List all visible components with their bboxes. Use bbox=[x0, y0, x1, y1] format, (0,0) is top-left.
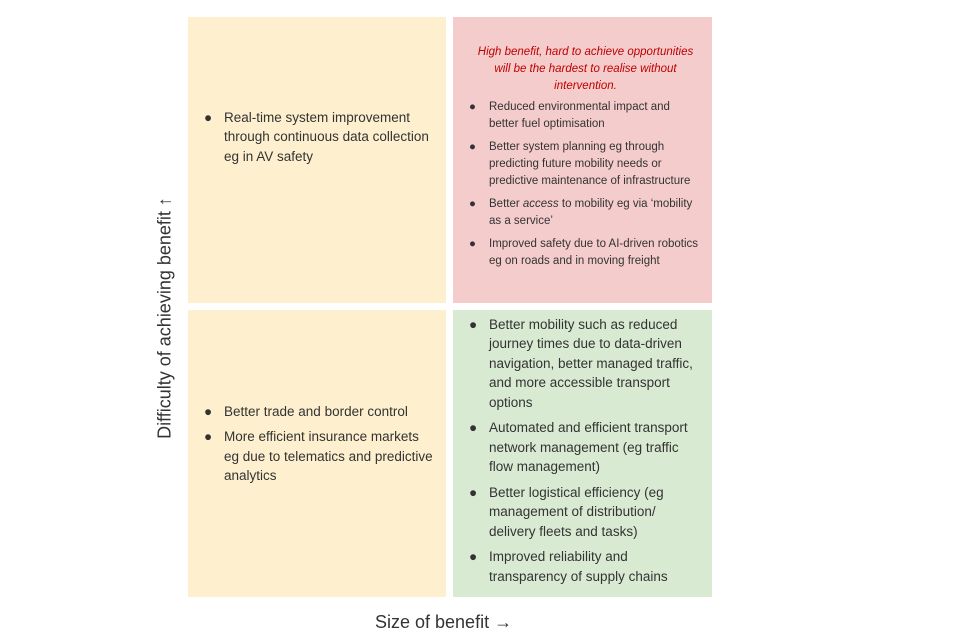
list-item: ● Better mobility such as reduced journey… bbox=[469, 315, 704, 413]
item-text-pre: Better bbox=[489, 198, 523, 210]
item-text: More efficient insurance markets eg due … bbox=[224, 429, 433, 483]
bullet-icon: ● bbox=[469, 420, 478, 436]
bullet-icon: ● bbox=[204, 109, 213, 125]
item-text-post: to mobility eg via ‘mobility as a servic… bbox=[489, 198, 693, 227]
x-axis-label: Size of benefit → bbox=[375, 612, 512, 633]
arrow-up-icon: ↑ bbox=[154, 197, 175, 207]
list-item: ● Improved reliability and transparency o… bbox=[469, 547, 704, 586]
list-item: ● Reduced environmental impact and better… bbox=[469, 99, 702, 133]
list-item: ● Better system planning eg through predi… bbox=[469, 139, 702, 190]
bullet-icon: ● bbox=[469, 101, 476, 113]
list-item: ● Automated and efficient transport netwo… bbox=[469, 418, 704, 477]
list-item: ● Better trade and border control bbox=[204, 402, 436, 422]
item-text: Improved safety due to AI-driven robotic… bbox=[489, 238, 699, 267]
list-item: ● Real-time system improvement through co… bbox=[204, 108, 436, 167]
x-axis-label-text: Size of benefit bbox=[375, 612, 490, 632]
item-text-emphasis: access bbox=[522, 198, 559, 210]
item-text: Automated and efficient transport networ… bbox=[489, 420, 688, 475]
bullet-icon: ● bbox=[204, 403, 213, 419]
item-text: Better system planning eg through predic… bbox=[489, 141, 691, 187]
y-axis-label: Difficulty of achieving benefit ↑ bbox=[155, 197, 176, 439]
bullet-icon: ● bbox=[469, 316, 478, 332]
list-item: ● Improved safety due to AI-driven roboti… bbox=[469, 236, 702, 270]
list-item: ● Better access to mobility eg via ‘mobil… bbox=[469, 196, 702, 230]
quadrant-bottom-left: ● Better trade and border control ● More e… bbox=[188, 310, 446, 597]
bullet-icon: ● bbox=[469, 238, 476, 250]
bullet-icon: ● bbox=[204, 429, 213, 444]
quadrant-bottom-right: ● Better mobility such as reduced journey… bbox=[453, 310, 712, 597]
item-text: Better logistical efficiency (eg managem… bbox=[489, 484, 664, 539]
quadrant-note: High benefit, hard to achieve opportunit… bbox=[477, 46, 694, 92]
item-text: Reduced environmental impact and better … bbox=[489, 101, 670, 130]
arrow-right-icon: → bbox=[494, 612, 513, 632]
y-axis-label-text: Difficulty of achieving benefit bbox=[154, 211, 175, 439]
bullet-icon: ● bbox=[469, 549, 478, 565]
item-text: Better trade and border control bbox=[224, 403, 408, 419]
quadrant-top-right: High benefit, hard to achieve opportunit… bbox=[453, 17, 712, 303]
list-item: ● More efficient insurance markets eg due… bbox=[204, 427, 436, 486]
bullet-icon: ● bbox=[469, 484, 478, 500]
bullet-icon: ● bbox=[469, 198, 476, 210]
bullet-icon: ● bbox=[469, 141, 476, 153]
list-item: ● Better logistical efficiency (eg manage… bbox=[469, 483, 704, 542]
item-text: Better mobility such as reduced journey … bbox=[489, 316, 693, 410]
quadrant-top-left: ● Real-time system improvement through co… bbox=[188, 17, 446, 303]
item-text: Real-time system improvement through con… bbox=[224, 109, 429, 164]
item-text: Improved reliability and transparency of… bbox=[489, 549, 668, 584]
